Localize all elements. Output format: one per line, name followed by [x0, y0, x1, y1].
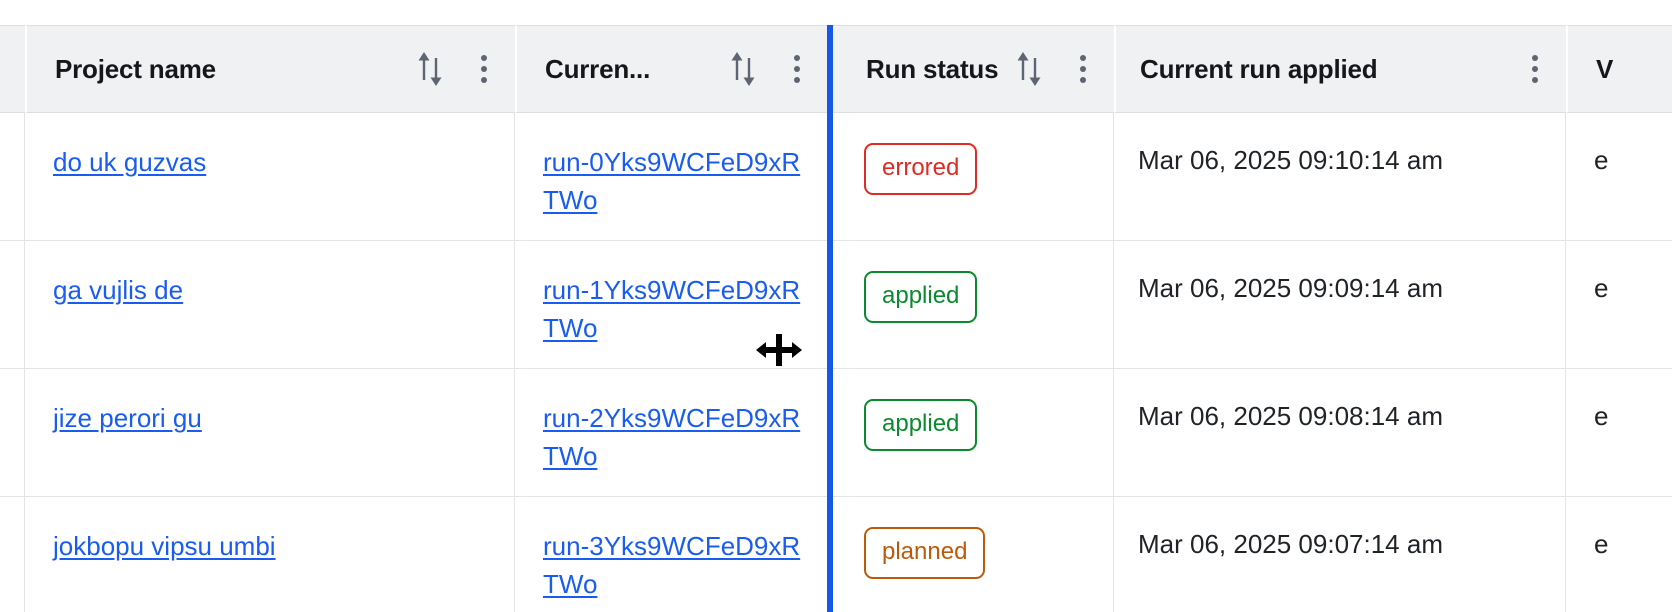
table-scroll-region[interactable]: Project name: [0, 25, 1672, 612]
row-gutter: [0, 241, 25, 369]
status-badge-label: applied: [882, 410, 960, 437]
cell-current-run-applied: Mar 06, 2025 09:10:14 am: [1114, 113, 1566, 241]
partial-value: e: [1594, 401, 1609, 431]
sort-arrows-icon[interactable]: [1012, 49, 1046, 89]
cell-run-status: applied: [828, 369, 1114, 497]
table-header: Project name: [0, 25, 1672, 113]
row-gutter: [0, 369, 25, 497]
cell-partial: e: [1566, 113, 1672, 241]
cell-run-status: planned: [828, 497, 1114, 612]
partial-value: e: [1594, 529, 1609, 559]
status-badge: errored: [864, 143, 978, 195]
cell-project-name: jokbopu vipsu umbi: [25, 497, 515, 612]
column-header-label: Current run applied: [1140, 53, 1378, 84]
cell-run-status: applied: [828, 241, 1114, 369]
cell-current-run-applied: Mar 06, 2025 09:08:14 am: [1114, 369, 1566, 497]
column-resize-indicator[interactable]: [827, 25, 833, 612]
row-gutter: [0, 113, 25, 241]
table-row[interactable]: jokbopu vipsu umbi run-3Yks9WCFeD9xRTWo …: [0, 497, 1672, 612]
header-gutter: [0, 25, 25, 113]
column-menu-icon[interactable]: [1522, 49, 1548, 89]
cell-partial: e: [1566, 497, 1672, 612]
status-badge: planned: [864, 527, 986, 579]
column-menu-icon[interactable]: [784, 49, 810, 89]
cell-current-run: run-1Yks9WCFeD9xRTWo: [515, 241, 828, 369]
column-header-label: Project name: [55, 53, 216, 84]
current-run-link[interactable]: run-2Yks9WCFeD9xRTWo: [543, 403, 801, 471]
current-run-link[interactable]: run-3Yks9WCFeD9xRTWo: [543, 531, 801, 599]
applied-timestamp: Mar 06, 2025 09:09:14 am: [1138, 273, 1443, 303]
column-header-run-status[interactable]: Run status: [828, 25, 1114, 113]
status-badge: applied: [864, 399, 978, 451]
sort-arrows-icon[interactable]: [726, 49, 760, 89]
header-row: Project name: [0, 25, 1672, 113]
partial-value: e: [1594, 273, 1609, 303]
status-badge-label: errored: [882, 154, 960, 181]
table-row[interactable]: ga vujlis de run-1Yks9WCFeD9xRTWo applie…: [0, 241, 1672, 369]
status-badge-label: planned: [882, 538, 968, 565]
cell-current-run-applied: Mar 06, 2025 09:07:14 am: [1114, 497, 1566, 612]
cell-partial: e: [1566, 241, 1672, 369]
project-name-link[interactable]: do uk guzvas: [53, 147, 207, 177]
project-name-link[interactable]: jize perori gu: [53, 403, 202, 433]
table-row[interactable]: jize perori gu run-2Yks9WCFeD9xRTWo appl…: [0, 369, 1672, 497]
column-header-current-run[interactable]: Curren...: [515, 25, 828, 113]
row-gutter: [0, 497, 25, 612]
cell-project-name: do uk guzvas: [25, 113, 515, 241]
project-name-link[interactable]: jokbopu vipsu umbi: [53, 531, 276, 561]
current-run-link[interactable]: run-0Yks9WCFeD9xRTWo: [543, 147, 801, 215]
cell-project-name: jize perori gu: [25, 369, 515, 497]
column-menu-icon[interactable]: [1070, 49, 1096, 89]
column-header-project-name[interactable]: Project name: [25, 25, 515, 113]
table-body: do uk guzvas run-0Yks9WCFeD9xRTWo errore…: [0, 113, 1672, 612]
cell-partial: e: [1566, 369, 1672, 497]
project-name-link[interactable]: ga vujlis de: [53, 275, 184, 305]
applied-timestamp: Mar 06, 2025 09:08:14 am: [1138, 401, 1443, 431]
applied-timestamp: Mar 06, 2025 09:07:14 am: [1138, 529, 1443, 559]
cell-run-status: errored: [828, 113, 1114, 241]
column-menu-icon[interactable]: [471, 49, 497, 89]
partial-value: e: [1594, 145, 1609, 175]
column-header-current-run-applied[interactable]: Current run applied: [1114, 25, 1566, 113]
cell-current-run-applied: Mar 06, 2025 09:09:14 am: [1114, 241, 1566, 369]
projects-table: Project name: [0, 25, 1672, 612]
table-row[interactable]: do uk guzvas run-0Yks9WCFeD9xRTWo errore…: [0, 113, 1672, 241]
cell-current-run: run-2Yks9WCFeD9xRTWo: [515, 369, 828, 497]
current-run-link[interactable]: run-1Yks9WCFeD9xRTWo: [543, 275, 801, 343]
column-header-partial[interactable]: V: [1566, 25, 1672, 113]
status-badge: applied: [864, 271, 978, 323]
status-badge-label: applied: [882, 282, 960, 309]
column-header-label: V: [1596, 53, 1614, 84]
cell-project-name: ga vujlis de: [25, 241, 515, 369]
column-header-label: Run status: [866, 53, 998, 84]
cell-current-run: run-0Yks9WCFeD9xRTWo: [515, 113, 828, 241]
column-header-label: Curren...: [545, 53, 651, 84]
top-whitespace: [0, 0, 1672, 25]
sort-arrows-icon[interactable]: [413, 49, 447, 89]
cell-current-run: run-3Yks9WCFeD9xRTWo: [515, 497, 828, 612]
applied-timestamp: Mar 06, 2025 09:10:14 am: [1138, 145, 1443, 175]
